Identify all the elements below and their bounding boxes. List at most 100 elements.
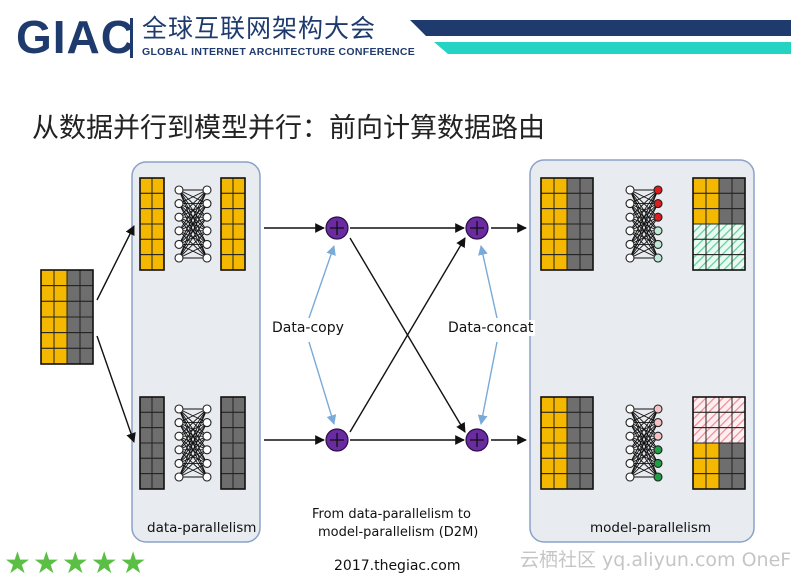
matrix-cell xyxy=(718,254,733,271)
net-edge xyxy=(178,189,208,232)
matrix-cell xyxy=(692,473,707,490)
matrix-cell xyxy=(540,411,555,429)
matrix-cell xyxy=(139,238,153,256)
net-edge xyxy=(629,189,659,259)
mp-net-bottom xyxy=(625,404,663,482)
matrix-cell xyxy=(66,347,81,365)
mp-input-bottom xyxy=(540,396,594,490)
matrix-cell xyxy=(553,442,568,459)
output-neuron xyxy=(202,458,212,468)
matrix-border xyxy=(692,396,746,490)
matrix-cell xyxy=(553,177,568,194)
matrix-cell xyxy=(718,208,733,225)
net-edge xyxy=(629,408,659,451)
net-edge xyxy=(629,216,659,259)
net-edge xyxy=(629,203,659,259)
output-neuron xyxy=(653,253,663,263)
output-neuron xyxy=(202,472,212,482)
net-edge xyxy=(178,189,208,245)
matrix-cell xyxy=(220,473,234,490)
matrix-cell xyxy=(718,223,733,240)
matrix-cell xyxy=(220,396,234,413)
net-edge xyxy=(178,230,208,259)
net-edge xyxy=(629,408,659,464)
matrix-cell xyxy=(705,192,720,210)
matrix-cell xyxy=(553,473,568,490)
dp-input-top xyxy=(139,177,165,271)
matrix-cell xyxy=(232,192,246,210)
input-neuron xyxy=(625,458,635,468)
input-neuron xyxy=(174,253,184,263)
net-edge xyxy=(178,189,208,205)
net-edge xyxy=(629,189,659,205)
matrix-cell xyxy=(66,300,81,318)
matrix-cell xyxy=(53,269,68,287)
matrix-cell xyxy=(540,396,555,413)
output-neuron xyxy=(202,418,212,428)
matrix-cell xyxy=(220,208,234,225)
matrix-cell xyxy=(579,177,594,194)
matrix-border xyxy=(220,177,246,271)
data-concat-arrow-up xyxy=(478,245,498,319)
matrix-cell xyxy=(139,208,153,225)
output-neuron xyxy=(653,418,663,428)
matrix-cell xyxy=(566,238,581,256)
matrix-cell xyxy=(718,192,733,210)
matrix-cell xyxy=(692,223,707,240)
neural-network-icons xyxy=(174,185,663,482)
net-edge xyxy=(629,230,659,259)
watermark: 云栖社区 yq.aliyun.com OneFlow xyxy=(520,549,791,571)
matrix-cell xyxy=(540,192,555,210)
net-edge xyxy=(178,408,208,478)
net-edge xyxy=(178,189,208,218)
net-edge xyxy=(629,408,659,424)
sum-nodes xyxy=(325,216,489,452)
matrix-cell xyxy=(566,177,581,194)
output-neuron xyxy=(653,458,663,468)
input-matrix xyxy=(40,269,94,365)
matrix-cell xyxy=(40,269,55,287)
matrix-cell xyxy=(151,177,165,194)
input-neuron xyxy=(174,212,184,222)
matrix-cell xyxy=(540,473,555,490)
matrix-cell xyxy=(53,285,68,302)
matrix-cell xyxy=(705,177,720,194)
matrix-cell xyxy=(718,427,733,444)
matrix-cell xyxy=(151,238,165,256)
input-neuron xyxy=(174,185,184,195)
matrix-cell xyxy=(139,457,153,475)
net-edge xyxy=(178,216,208,259)
output-neuron xyxy=(202,404,212,414)
data-concat-arrow-down xyxy=(477,341,498,425)
input-neuron xyxy=(625,418,635,428)
matrix-cell xyxy=(53,300,68,318)
matrix-cell xyxy=(692,396,707,413)
input-neuron xyxy=(625,445,635,455)
matrix-cell xyxy=(579,238,594,256)
net-edge xyxy=(178,408,208,451)
matrix-cell xyxy=(40,300,55,318)
matrix-cell xyxy=(220,442,234,459)
data-copy-arrow-down xyxy=(308,341,337,425)
matrix-border xyxy=(139,177,165,271)
matrix-cell xyxy=(553,396,568,413)
matrix-cell xyxy=(731,427,746,444)
matrix-cell xyxy=(705,473,720,490)
input-neuron xyxy=(625,472,635,482)
net-edge xyxy=(629,462,659,478)
matrix-cell xyxy=(718,238,733,256)
matrix-cell xyxy=(579,192,594,210)
net-edge xyxy=(178,189,208,259)
star-icon: ★ xyxy=(119,546,147,581)
matrix-cell xyxy=(232,208,246,225)
routing-arrows xyxy=(96,223,527,445)
matrix-cell xyxy=(53,347,68,365)
net-edge xyxy=(629,435,659,478)
matrix-cell xyxy=(705,223,720,240)
output-neuron xyxy=(202,431,212,441)
rating-stars: ★★★★★ xyxy=(4,548,149,580)
matrix-cell xyxy=(705,254,720,271)
net-edge xyxy=(629,243,659,259)
